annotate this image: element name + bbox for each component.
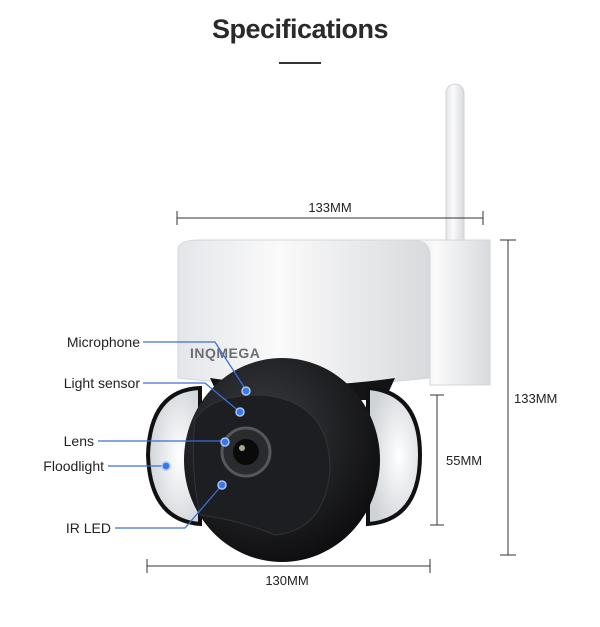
- callout-light-sensor: Light sensor: [64, 375, 141, 391]
- dimension-lines: [146, 211, 516, 573]
- right-floodlight: [366, 385, 423, 527]
- dimension-ball-height: 55MM: [446, 453, 482, 468]
- floodlight-dot: [161, 461, 171, 471]
- dimension-top-width: 133MM: [308, 200, 351, 215]
- light-sensor-dot: [235, 407, 245, 417]
- left-floodlight: [145, 385, 202, 527]
- title-underline: [279, 62, 321, 64]
- brand-logo: INQMEGA: [190, 345, 260, 361]
- lens-dot: [220, 437, 230, 447]
- microphone-dot: [241, 386, 251, 396]
- callout-lines: [98, 341, 247, 529]
- lens-reflection: [239, 445, 245, 451]
- page-title: Specifications: [211, 14, 389, 44]
- callout-floodlight: Floodlight: [43, 458, 104, 474]
- ir-led-dot: [217, 480, 227, 490]
- lens-glass: [233, 439, 259, 465]
- dimension-bottom-width: 130MM: [265, 573, 308, 588]
- callout-lens: Lens: [64, 433, 94, 449]
- callout-microphone: Microphone: [67, 334, 140, 350]
- dimension-total-height: 133MM: [514, 391, 557, 406]
- callout-ir-led: IR LED: [66, 520, 111, 536]
